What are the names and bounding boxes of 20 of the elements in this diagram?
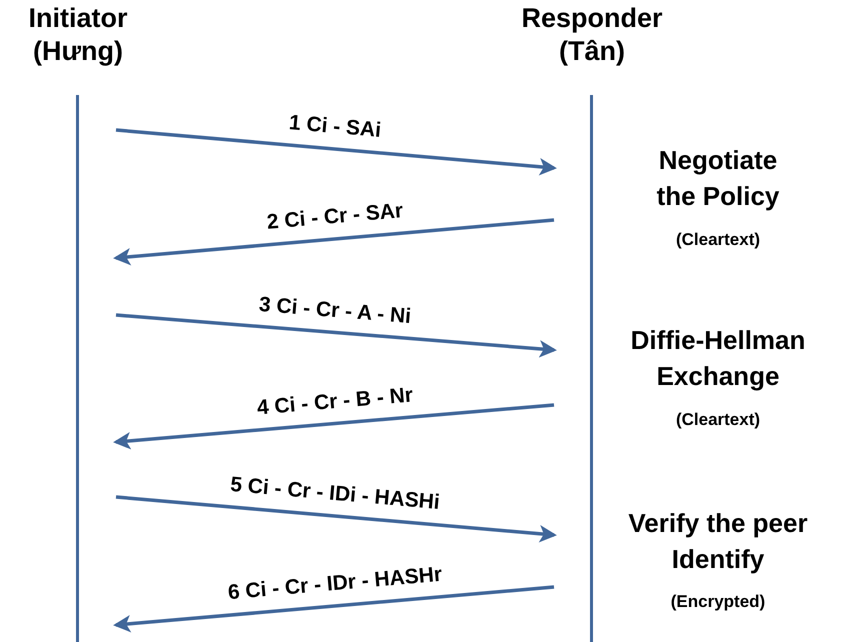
edge-label: 2 Ci - Cr - SAr bbox=[266, 199, 404, 235]
arrow bbox=[116, 128, 557, 176]
arrow bbox=[116, 313, 557, 358]
phase-label: Verify the peer Identify bbox=[627, 507, 809, 576]
edge-label: 5 Ci - Cr - IDi - HASHi bbox=[229, 472, 441, 516]
phase-label: (Cleartext) bbox=[676, 410, 760, 430]
arrow bbox=[116, 495, 557, 542]
participant-label: Responder (Tân) bbox=[520, 2, 664, 68]
phase-label: Negotiate the Policy bbox=[656, 144, 780, 213]
edge-label: 3 Ci - Cr - A - Ni bbox=[258, 292, 412, 329]
phase-label: (Cleartext) bbox=[676, 230, 760, 250]
arrow bbox=[113, 585, 554, 632]
participant-label: Initiator (Hưng) bbox=[28, 2, 128, 68]
phase-label: Diffie-Hellman Exchange bbox=[630, 324, 806, 393]
edge-label: 4 Ci - Cr - B - Nr bbox=[256, 382, 414, 420]
edge-label: 1 Ci - SAi bbox=[288, 111, 382, 143]
arrow bbox=[113, 403, 554, 450]
edge-label: 6 Ci - Cr - IDr - HASHr bbox=[227, 562, 443, 606]
phase-label: (Encrypted) bbox=[670, 592, 766, 612]
arrow bbox=[113, 218, 554, 266]
